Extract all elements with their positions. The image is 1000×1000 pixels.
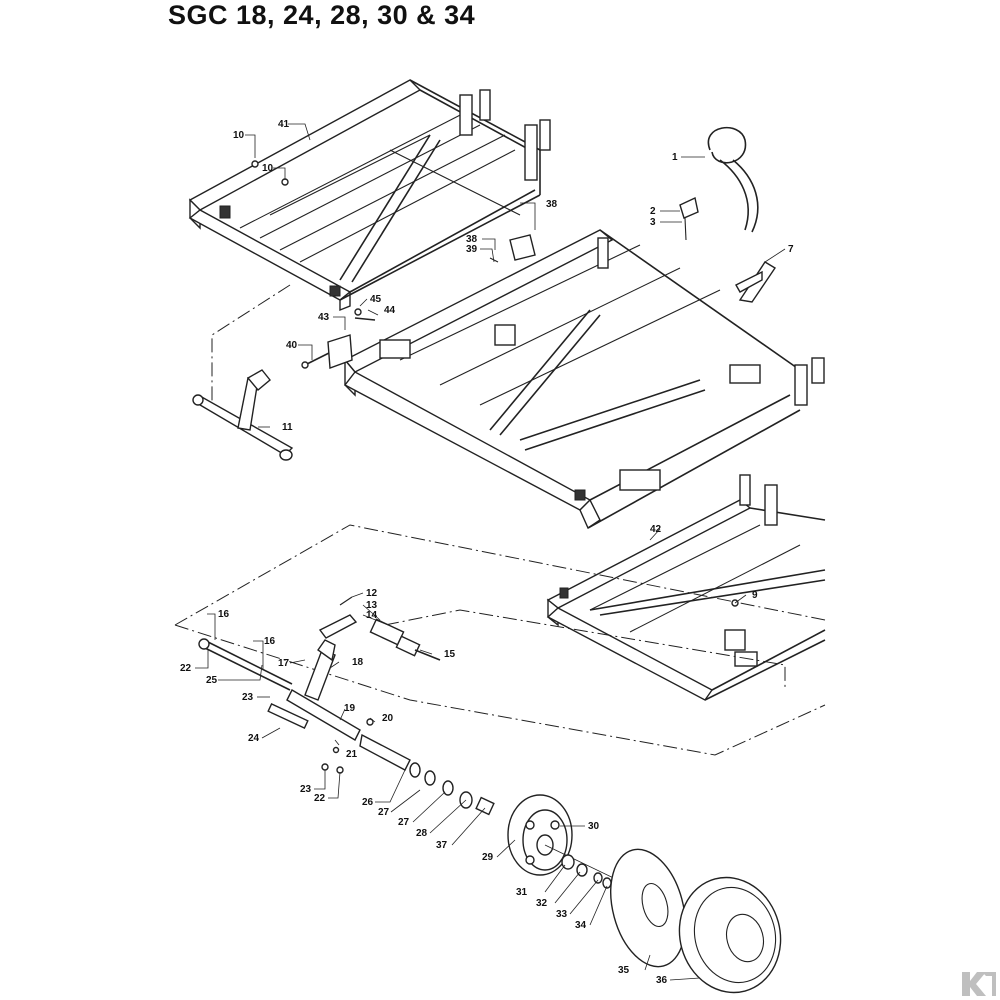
frame-42 [546,474,826,701]
label-1: 1 [672,152,678,163]
label-22b: 22 [314,793,326,804]
label-43: 43 [318,312,330,323]
label-37: 37 [436,840,448,851]
label-30: 30 [588,821,600,832]
diagram-title: SGC 18, 24, 28, 30 & 34 [168,0,476,30]
label-39: 39 [466,244,478,255]
part-labels: 1 2 3 7 9 10 10 11 12 13 14 15 16 16 17 … [180,119,794,986]
leader-lines [195,123,786,981]
label-35: 35 [618,965,630,976]
label-11: 11 [282,422,293,433]
label-16a: 16 [218,609,230,620]
label-14: 14 [366,610,378,621]
label-27b: 27 [398,817,410,828]
label-34: 34 [575,920,587,931]
label-42: 42 [650,524,662,535]
label-10b: 10 [262,163,274,174]
label-31: 31 [516,887,528,898]
label-23a: 23 [242,692,254,703]
label-16b: 16 [264,636,276,647]
label-26: 26 [362,797,374,808]
frame-41 [188,79,551,312]
tube-and-tyre [610,848,782,994]
wheel-arm-assembly [198,596,495,816]
label-15: 15 [444,649,456,660]
hardware-bolts [251,160,739,607]
label-38b: 38 [466,234,478,245]
label-19: 19 [344,703,356,714]
label-22a: 22 [180,663,192,674]
label-32: 32 [536,898,548,909]
frame-middle [343,229,825,530]
label-33: 33 [556,909,568,920]
label-40: 40 [286,340,298,351]
label-9: 9 [752,590,758,601]
label-25: 25 [206,675,218,686]
label-17: 17 [278,658,290,669]
brand-logo [962,972,996,996]
label-23b: 23 [300,784,312,795]
label-18: 18 [352,657,364,668]
label-36: 36 [656,975,668,986]
label-12: 12 [366,588,378,599]
label-41: 41 [278,119,290,130]
label-2: 2 [650,206,656,217]
label-20: 20 [382,713,394,724]
hitch-bracket-11 [192,369,294,461]
label-29: 29 [482,852,494,863]
label-13: 13 [366,600,378,611]
label-3: 3 [650,217,656,228]
label-10a: 10 [233,130,245,141]
label-38a: 38 [546,199,558,210]
label-27a: 27 [378,807,390,818]
label-45: 45 [370,294,382,305]
label-7: 7 [788,244,794,255]
spring-tine-assembly [679,126,776,303]
label-24: 24 [248,733,260,744]
label-21: 21 [346,749,358,760]
label-28: 28 [416,828,428,839]
label-44: 44 [384,305,396,316]
